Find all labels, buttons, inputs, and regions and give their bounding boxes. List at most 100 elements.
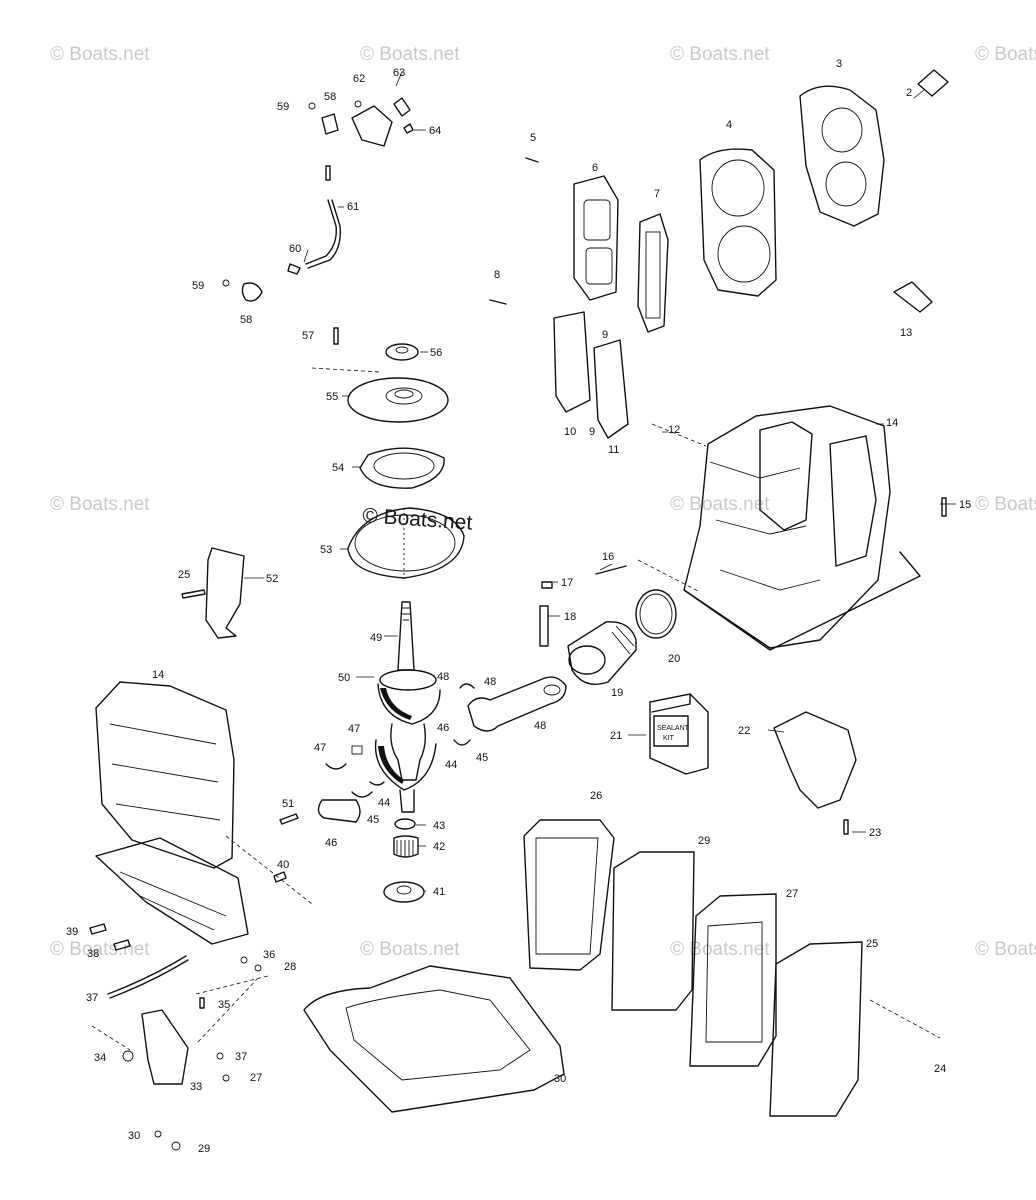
callout: 48	[484, 676, 496, 688]
callout: 37	[235, 1051, 247, 1063]
callout: 16	[602, 551, 614, 563]
callout: 46	[437, 722, 449, 734]
callout: 61	[347, 201, 359, 213]
callout: 59	[277, 101, 289, 113]
callout: 55	[326, 391, 338, 403]
callout: 64	[429, 125, 441, 137]
gaskets-plates	[303, 819, 863, 1117]
callout: 60	[289, 243, 301, 255]
watermark: © Boats.net	[670, 494, 770, 515]
watermark: © Boats.net	[975, 494, 1036, 515]
callout: 40	[277, 859, 289, 871]
callout: 48	[534, 720, 546, 732]
callout: 53	[320, 544, 332, 556]
callout: 33	[190, 1081, 202, 1093]
callout: 24	[934, 1063, 946, 1075]
callout: 43	[433, 820, 445, 832]
callout: 39	[66, 926, 78, 938]
callout: 45	[367, 814, 379, 826]
callout: 17	[561, 577, 573, 589]
watermark: © Boats.net	[360, 939, 460, 960]
callout: 12	[668, 424, 680, 436]
callout: 19	[611, 687, 623, 699]
crankcase-block-right	[683, 405, 947, 835]
sealant-kit-box: SEALANT KIT	[649, 693, 709, 775]
callout: 27	[250, 1072, 262, 1084]
callout: 5	[530, 132, 536, 144]
callout: 29	[198, 1143, 210, 1155]
callout: 45	[476, 752, 488, 764]
callout: 52	[266, 573, 278, 585]
callout: 34	[94, 1052, 106, 1064]
callout: 10	[564, 426, 576, 438]
callout: 29	[698, 835, 710, 847]
piston-assembly	[539, 565, 677, 685]
cylinder-head-parts	[489, 69, 949, 439]
callout: 62	[353, 73, 365, 85]
box-label-line2: KIT	[663, 735, 675, 742]
callout: 54	[332, 462, 344, 474]
callout: 18	[564, 611, 576, 623]
callout: 28	[284, 961, 296, 973]
leader-lines	[225, 71, 956, 1039]
callout: 22	[738, 725, 750, 737]
callout: 21	[610, 730, 622, 742]
watermark: © Boats.net	[670, 44, 770, 65]
callout: 23	[869, 827, 881, 839]
callout: 63	[393, 67, 405, 79]
watermark: © Boats.net	[50, 494, 150, 515]
callout: 27	[786, 888, 798, 900]
callout: 35	[218, 999, 230, 1011]
watermark: © Boats.net	[50, 44, 150, 65]
callout: 47	[348, 723, 360, 735]
callout-labels: 62 63 58 59 64 61 60 59 58 57 56 55 54 5…	[66, 58, 971, 1155]
crankcase-block-left	[89, 681, 287, 951]
callout: 41	[433, 886, 445, 898]
callout: 37	[86, 992, 98, 1004]
callout: 7	[654, 188, 660, 200]
callout: 8	[494, 269, 500, 281]
callout: 9	[602, 329, 608, 341]
watermark: © Boats.net	[975, 44, 1036, 65]
watermark-layer: © Boats.net © Boats.net © Boats.net © Bo…	[50, 44, 1036, 960]
callout: 14	[886, 417, 898, 429]
watermark: © Boats.net	[670, 939, 770, 960]
callout: 58	[324, 91, 336, 103]
callout: 25	[178, 569, 190, 581]
box-label-line1: SEALANT	[657, 725, 690, 732]
watermark: © Boats.net	[360, 44, 460, 65]
callout: 26	[590, 790, 602, 802]
callout: 13	[900, 327, 912, 339]
callout: 30	[128, 1130, 140, 1142]
callout: 3	[836, 58, 842, 70]
callout: 42	[433, 841, 445, 853]
callout: 20	[668, 653, 680, 665]
callout: 59	[192, 280, 204, 292]
callout: 58	[240, 314, 252, 326]
callout: 15	[959, 499, 971, 511]
callout: 56	[430, 347, 442, 359]
callout: 9	[589, 426, 595, 438]
callout: 44	[378, 797, 390, 809]
callout: 49	[370, 632, 382, 644]
throttle-linkage-upper	[222, 97, 414, 302]
callout: 25	[866, 938, 878, 950]
seal-plate-stack	[333, 327, 465, 579]
throttle-linkage-lower	[91, 955, 269, 1151]
callout: 30	[554, 1073, 566, 1085]
callout: 4	[726, 119, 732, 131]
callout: 6	[592, 162, 598, 174]
callout: 38	[87, 948, 99, 960]
callout: 11	[608, 444, 619, 456]
callout: 36	[263, 949, 275, 961]
bracket-52	[181, 547, 245, 639]
watermark: © Boats.net	[975, 939, 1036, 960]
callout: 46	[325, 837, 337, 849]
callout: 47	[314, 742, 326, 754]
callout: 44	[445, 759, 457, 771]
callout: 14	[152, 669, 164, 681]
crankshaft-assembly	[279, 601, 567, 903]
callout: 48	[437, 671, 449, 683]
watermark: © Boats.net	[50, 939, 150, 960]
